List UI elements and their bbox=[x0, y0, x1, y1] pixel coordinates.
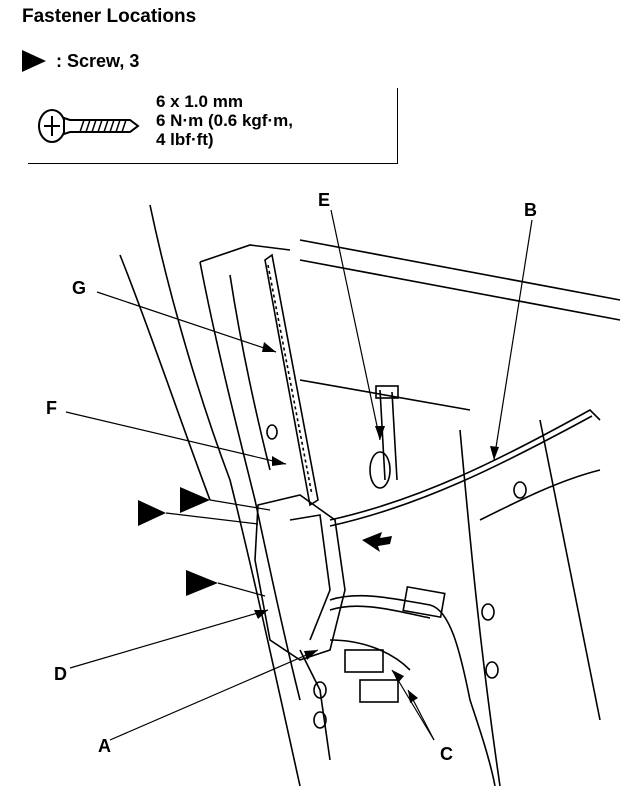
spec-torque-imperial: 4 lbf·ft) bbox=[156, 130, 214, 149]
callout-f: F bbox=[46, 398, 57, 418]
spec-size: 6 x 1.0 mm bbox=[156, 92, 243, 111]
wire-harness bbox=[329, 594, 496, 786]
callout-d: D bbox=[54, 664, 67, 684]
rod-g bbox=[264, 253, 319, 507]
cable-e bbox=[379, 389, 398, 481]
rod-b bbox=[329, 409, 601, 521]
screw-marker-2-icon bbox=[180, 487, 210, 513]
direction-arrow-icon bbox=[362, 532, 392, 552]
screw-legend: : Screw, 3 bbox=[22, 50, 139, 72]
callout-e: E bbox=[318, 190, 331, 210]
screw-marker-3-icon bbox=[186, 570, 218, 596]
screw-spec-box bbox=[28, 88, 398, 164]
screw-spec-text: 6 x 1.0 mm 6 N·m (0.6 kgf·m, 4 lbf·ft) bbox=[156, 92, 293, 149]
callout-b: B bbox=[524, 200, 537, 220]
diagram-title: Fastener Locations bbox=[22, 6, 197, 27]
triangle-pointer-icon bbox=[22, 50, 46, 72]
callout-c: C bbox=[440, 744, 453, 764]
screw-legend-text: : Screw, 3 bbox=[56, 50, 140, 71]
spec-torque: 6 N·m (0.6 kgf·m, bbox=[156, 111, 293, 130]
screw-icon bbox=[38, 109, 140, 143]
callout-a: A bbox=[98, 736, 111, 756]
screw-marker-1-icon bbox=[138, 500, 166, 526]
door-panel-outline bbox=[149, 204, 301, 786]
callout-g: G bbox=[72, 278, 87, 298]
